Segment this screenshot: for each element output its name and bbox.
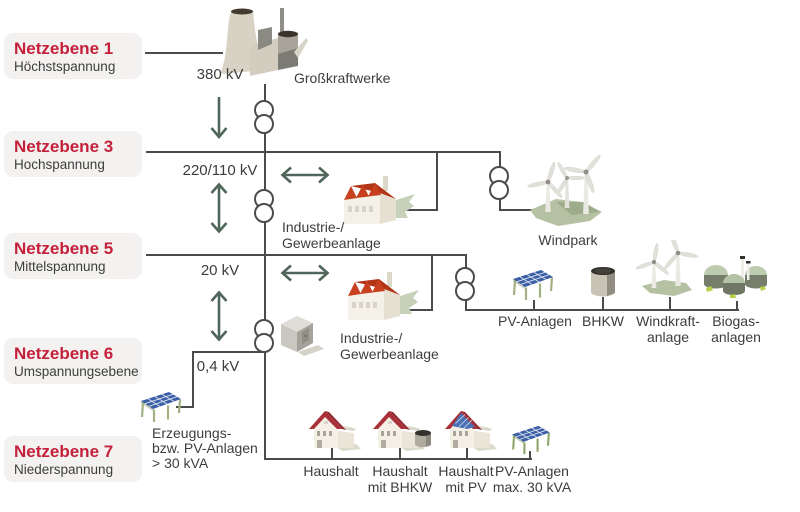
- factory-icon: [344, 176, 415, 224]
- pv-anlagen-label: PV-Anlagen: [498, 313, 572, 329]
- arrow-up-down-icon: [210, 182, 228, 234]
- transformer-icon: [254, 114, 274, 134]
- arrow-down-icon: [210, 97, 228, 140]
- house-pv-icon: [445, 411, 497, 451]
- industrie-hv-line1: Industrie-/: [282, 219, 345, 235]
- pv-klein-label: PV-Anlagen max. 30 kVA: [484, 463, 580, 495]
- windkraft-line1: Windkraft-: [636, 313, 700, 329]
- ne5-factory-line-h: [407, 309, 433, 311]
- connection-tick-haushalt: [331, 448, 333, 460]
- pv-gross-line1: Erzeugungs-: [152, 425, 232, 441]
- haushalt-bhkw-line2: mit BHKW: [367, 479, 433, 495]
- haushalt-pv-label: Haushalt mit PV: [421, 463, 511, 495]
- ne1-bus-line: [145, 52, 223, 54]
- ne3-factory-line-h: [407, 209, 438, 211]
- windkraft-line2: anlage: [646, 329, 690, 345]
- pv-klein-line1: PV-Anlagen: [495, 463, 569, 479]
- lv-consumer-bus: [264, 458, 532, 460]
- bhkw-icon: [591, 267, 615, 297]
- level-title-3: Netzebene 3: [14, 137, 114, 156]
- windkraftanlage-label: Windkraft- anlage: [623, 313, 713, 345]
- biogas-plant-icon: [704, 256, 767, 298]
- level-subtitle-7: Niederspannung: [14, 462, 114, 477]
- haushalt-bhkw-line1: Haushalt: [372, 463, 428, 479]
- biogas-line2: anlagen: [711, 329, 761, 345]
- bhkw-label: BHKW: [582, 313, 624, 329]
- biogasanlagen-label: Biogas- anlagen: [691, 313, 781, 345]
- haushalt-pv-line1: Haushalt: [438, 463, 494, 479]
- ne5-bus-line: [146, 254, 467, 256]
- grosskraftwerke-label: Großkraftwerke: [294, 70, 391, 86]
- level-title-5: Netzebene 5: [14, 239, 114, 258]
- ne5-factory-line-v: [431, 254, 433, 311]
- transformer-icon: [489, 180, 509, 200]
- pv-gross-label: Erzeugungs- bzw. PV-Anlagen > 30 kVA: [152, 426, 258, 471]
- power-plant-icon: [220, 8, 308, 76]
- arrow-left-right-icon: [280, 264, 330, 282]
- arrow-up-down-icon: [210, 290, 228, 342]
- pv-panel-icon: [140, 392, 182, 422]
- ne3-bus-line: [146, 151, 501, 153]
- main-vertical-line: [264, 84, 266, 460]
- transformer-icon: [254, 203, 274, 223]
- house-bhkw-icon: [373, 411, 431, 451]
- windpark-label: Windpark: [538, 232, 598, 248]
- level-box-7: Netzebene 7 Niederspannung: [4, 436, 142, 482]
- level-title-6: Netzebene 6: [14, 344, 114, 363]
- industrie-hv-label: Industrie-/ Gewerbeanlage: [282, 219, 381, 251]
- arrow-left-right-icon: [280, 166, 330, 184]
- wind-park-icon: [527, 154, 602, 226]
- haushalt-pv-line2: mit PV: [445, 479, 487, 495]
- voltage-label-20kv: 20 kV: [200, 262, 240, 279]
- level-box-5: Netzebene 5 Mittelspannung: [4, 233, 142, 279]
- voltage-label-220-110kv: 220/110 kV: [182, 162, 258, 179]
- ne6-pv-line: [176, 406, 194, 408]
- factory-icon: [348, 272, 419, 320]
- connection-tick-pv-klein: [529, 451, 531, 460]
- house-icon: [309, 411, 361, 451]
- voltage-label-04kv: 0,4 kV: [196, 358, 240, 375]
- level-subtitle-1: Höchstspannung: [14, 59, 116, 74]
- connection-tick-wind: [669, 297, 671, 311]
- pv-gross-line3: > 30 kVA: [152, 455, 209, 471]
- biogas-line1: Biogas-: [712, 313, 760, 329]
- wind-turbine-icon: [635, 240, 699, 296]
- connection-tick-haushalt-bhkw: [399, 448, 401, 460]
- pv-klein-line2: max. 30 kVA: [492, 479, 572, 495]
- level-subtitle-6: Umspannungsebene: [14, 364, 139, 379]
- level-subtitle-3: Hochspannung: [14, 157, 105, 172]
- industrie-hv-line2: Gewerbeanlage: [282, 235, 381, 251]
- pv-panel-icon: [512, 425, 550, 455]
- transformer-station-icon: [281, 316, 324, 356]
- connection-tick-biogas: [736, 301, 738, 311]
- ne6-branch-line-h1: [192, 351, 266, 353]
- level-box-3: Netzebene 3 Hochspannung: [4, 131, 142, 177]
- transformer-icon: [254, 333, 274, 353]
- haushalt-bhkw-label: Haushalt mit BHKW: [355, 463, 445, 495]
- haushalt-label: Haushalt: [303, 463, 359, 479]
- connection-tick-pv: [533, 300, 535, 311]
- industrie-mv-line1: Industrie-/: [340, 330, 403, 346]
- level-box-6: Netzebene 6 Umspannungsebene: [4, 338, 142, 384]
- ne3-factory-line-v: [436, 151, 438, 211]
- level-subtitle-5: Mittelspannung: [14, 259, 106, 274]
- pv-gross-line2: bzw. PV-Anlagen: [152, 440, 258, 456]
- industrie-mv-label: Industrie-/ Gewerbeanlage: [340, 330, 439, 362]
- industrie-mv-line2: Gewerbeanlage: [340, 346, 439, 362]
- transformer-icon: [455, 281, 475, 301]
- ne6-branch-line-v: [192, 351, 194, 408]
- level-title-7: Netzebene 7: [14, 442, 114, 461]
- ne3-windpark-line: [499, 209, 539, 211]
- connection-tick-bhkw: [602, 297, 604, 311]
- level-title-1: Netzebene 1: [14, 39, 114, 58]
- level-box-1: Netzebene 1 Höchstspannung: [4, 33, 142, 79]
- connection-tick-haushalt-pv: [466, 448, 468, 460]
- pv-panel-icon: [512, 270, 554, 300]
- voltage-label-380kv: 380 kV: [196, 66, 244, 83]
